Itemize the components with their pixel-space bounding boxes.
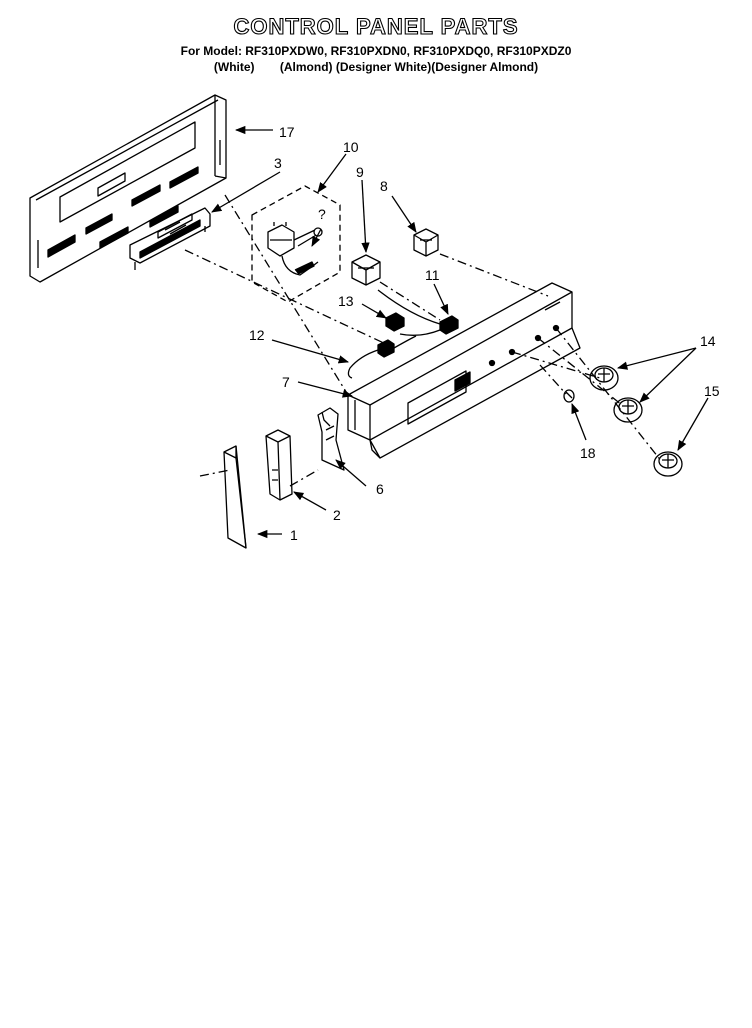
end-cap-bracket: [265, 429, 293, 501]
color-white: (White): [213, 60, 255, 74]
color-almond: (Almond): [279, 60, 333, 74]
backguard-panel: [29, 94, 227, 283]
control-knob-middle: [613, 397, 643, 423]
callout-2: 2: [333, 507, 341, 523]
callout-17: 17: [279, 124, 295, 140]
alignment-lines: [184, 194, 663, 487]
control-knob-upper: [589, 365, 619, 391]
callout-10: 10: [343, 139, 359, 155]
color-designer-almond: (Designer Almond): [431, 60, 539, 74]
wire-connector: [385, 312, 405, 332]
control-panel: [347, 282, 581, 459]
selector-switch: [351, 254, 381, 286]
infinite-switch: [267, 222, 323, 276]
color-designer-white: (Designer White): [335, 60, 432, 74]
callout-11: 11: [425, 267, 440, 283]
clock-module: [129, 207, 211, 270]
end-cap: [223, 445, 247, 549]
leader-arrows: [211, 125, 709, 539]
side-trim-bracket: [317, 407, 345, 471]
callout-15: 15: [704, 383, 720, 399]
knob-spring: [563, 389, 575, 403]
callout-18: 18: [580, 445, 596, 461]
callout-14: 14: [700, 333, 716, 349]
callout-8: 8: [380, 178, 388, 194]
callout-7: 7: [282, 374, 290, 390]
wire-harness: [347, 335, 417, 379]
callout-1: 1: [290, 527, 298, 543]
model-numbers: For Model: RF310PXDW0, RF310PXDN0, RF310…: [180, 44, 572, 58]
callout-3: 3: [274, 155, 282, 171]
diagram-title: CONTROL PANEL PARTS: [233, 13, 519, 39]
callout-6: 6: [376, 481, 384, 497]
callout-9: 9: [356, 164, 364, 180]
unknown-part-mark: ?: [318, 206, 326, 222]
callout-12: 12: [249, 327, 265, 343]
infinite-switch-group-box: [251, 185, 341, 303]
callout-13: 13: [338, 293, 354, 309]
signal-light-switch: [413, 228, 439, 257]
model-colors: (White) (Almond) (Designer White)(Design…: [0, 60, 752, 74]
control-knob-lower: [653, 451, 683, 477]
indicator-light: [377, 289, 459, 336]
